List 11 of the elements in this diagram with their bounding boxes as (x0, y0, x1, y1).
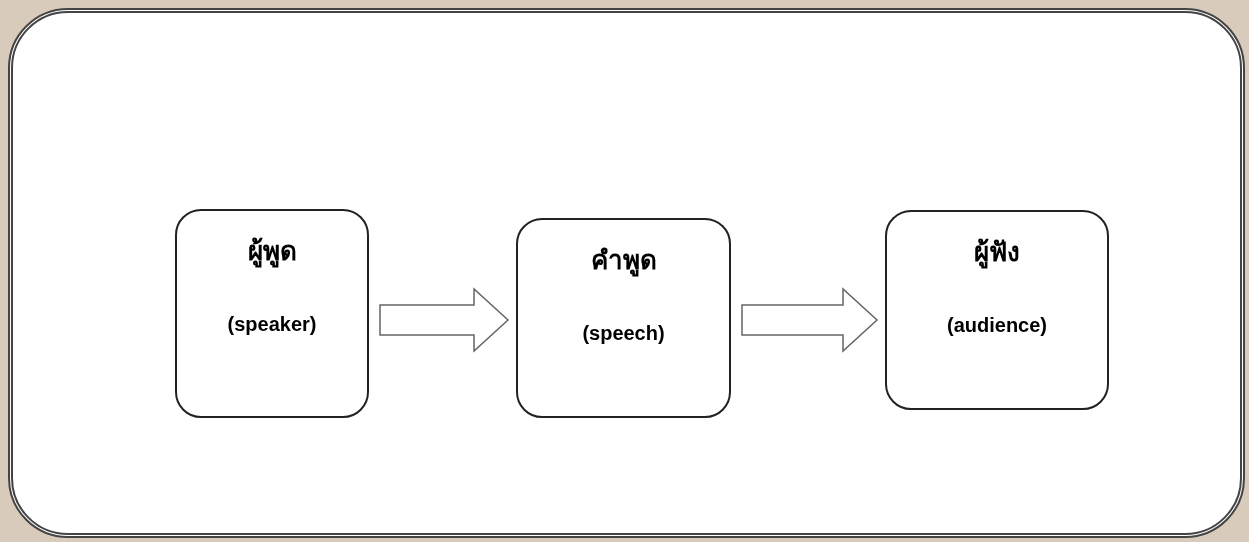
thai-term: คำพูด (590, 244, 657, 278)
english-term: (speech) (582, 321, 665, 346)
block-arrow (741, 287, 879, 353)
process-box (516, 218, 731, 418)
english-term: (audience) (947, 313, 1047, 338)
thai-term: ผู้ฟัง (974, 236, 1020, 270)
block-arrow (379, 287, 510, 353)
english-term: (speaker) (227, 312, 317, 337)
process-box (885, 210, 1109, 410)
thai-term: ผู้พูด (247, 235, 297, 269)
process-box (175, 209, 369, 418)
